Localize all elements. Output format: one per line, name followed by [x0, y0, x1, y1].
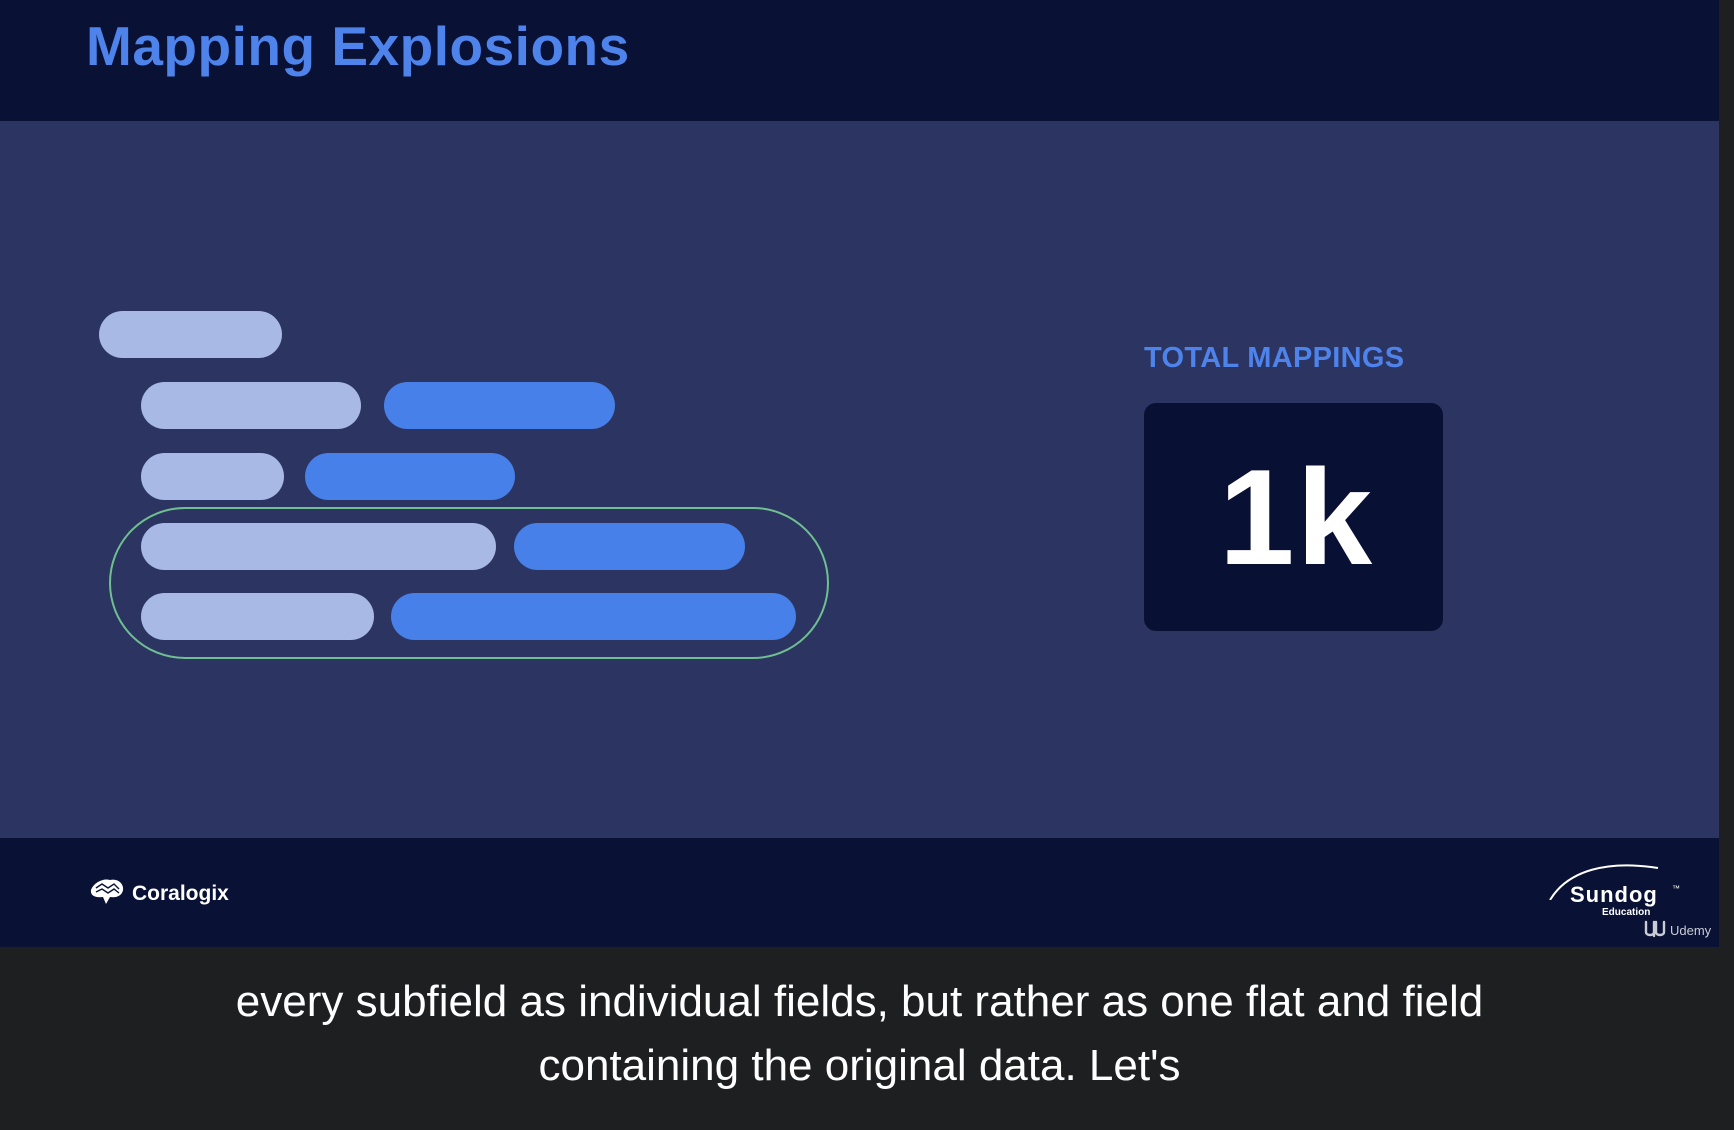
- slide-header: Mapping Explosions: [0, 0, 1719, 121]
- mapping-pill-value-3: [514, 523, 745, 570]
- total-mappings-label: TOTAL MAPPINGS: [1144, 342, 1405, 374]
- sundog-arc-icon: [1549, 864, 1659, 900]
- total-mappings-value: 1k: [1218, 441, 1375, 593]
- sundog-trademark: ™: [1672, 884, 1680, 893]
- mapping-pill-key-2: [141, 453, 284, 500]
- caption-line-1: every subfield as individual fields, but…: [235, 977, 1484, 1026]
- coralogix-logo-icon: [88, 876, 126, 911]
- slide-title: Mapping Explosions: [86, 15, 630, 77]
- sundog-logo: Sundog ™ Education Udemy: [1548, 860, 1718, 942]
- total-mappings-box: 1k: [1144, 403, 1443, 631]
- coralogix-logo: Coralogix: [88, 876, 229, 911]
- subtitle-caption: every subfield as individual fields, but…: [0, 970, 1719, 1098]
- mapping-pill-value-4: [391, 593, 796, 640]
- slide: Mapping Explosions TOTAL MAPPINGS 1k Cor…: [0, 0, 1719, 947]
- sundog-brand-sub: Education: [1602, 907, 1651, 918]
- caption-line-2: containing the original data. Let's: [538, 1041, 1181, 1090]
- mapping-pill-key-1: [141, 382, 361, 429]
- coralogix-brand-name: Coralogix: [132, 881, 229, 905]
- udemy-logo-icon: [1644, 918, 1666, 943]
- mapping-pill-key-3: [141, 523, 496, 570]
- mapping-pill-root: [99, 311, 282, 358]
- mapping-pill-value-1: [384, 382, 615, 429]
- slide-footer: Coralogix Sundog ™ Education Udemy: [0, 838, 1719, 947]
- udemy-logo: Udemy: [1644, 918, 1711, 943]
- video-edge: [1719, 0, 1734, 947]
- mapping-pill-value-2: [305, 453, 515, 500]
- highlight-ring: [109, 507, 829, 659]
- udemy-brand-name: Udemy: [1670, 923, 1712, 938]
- sundog-brand-name: Sundog: [1570, 882, 1658, 907]
